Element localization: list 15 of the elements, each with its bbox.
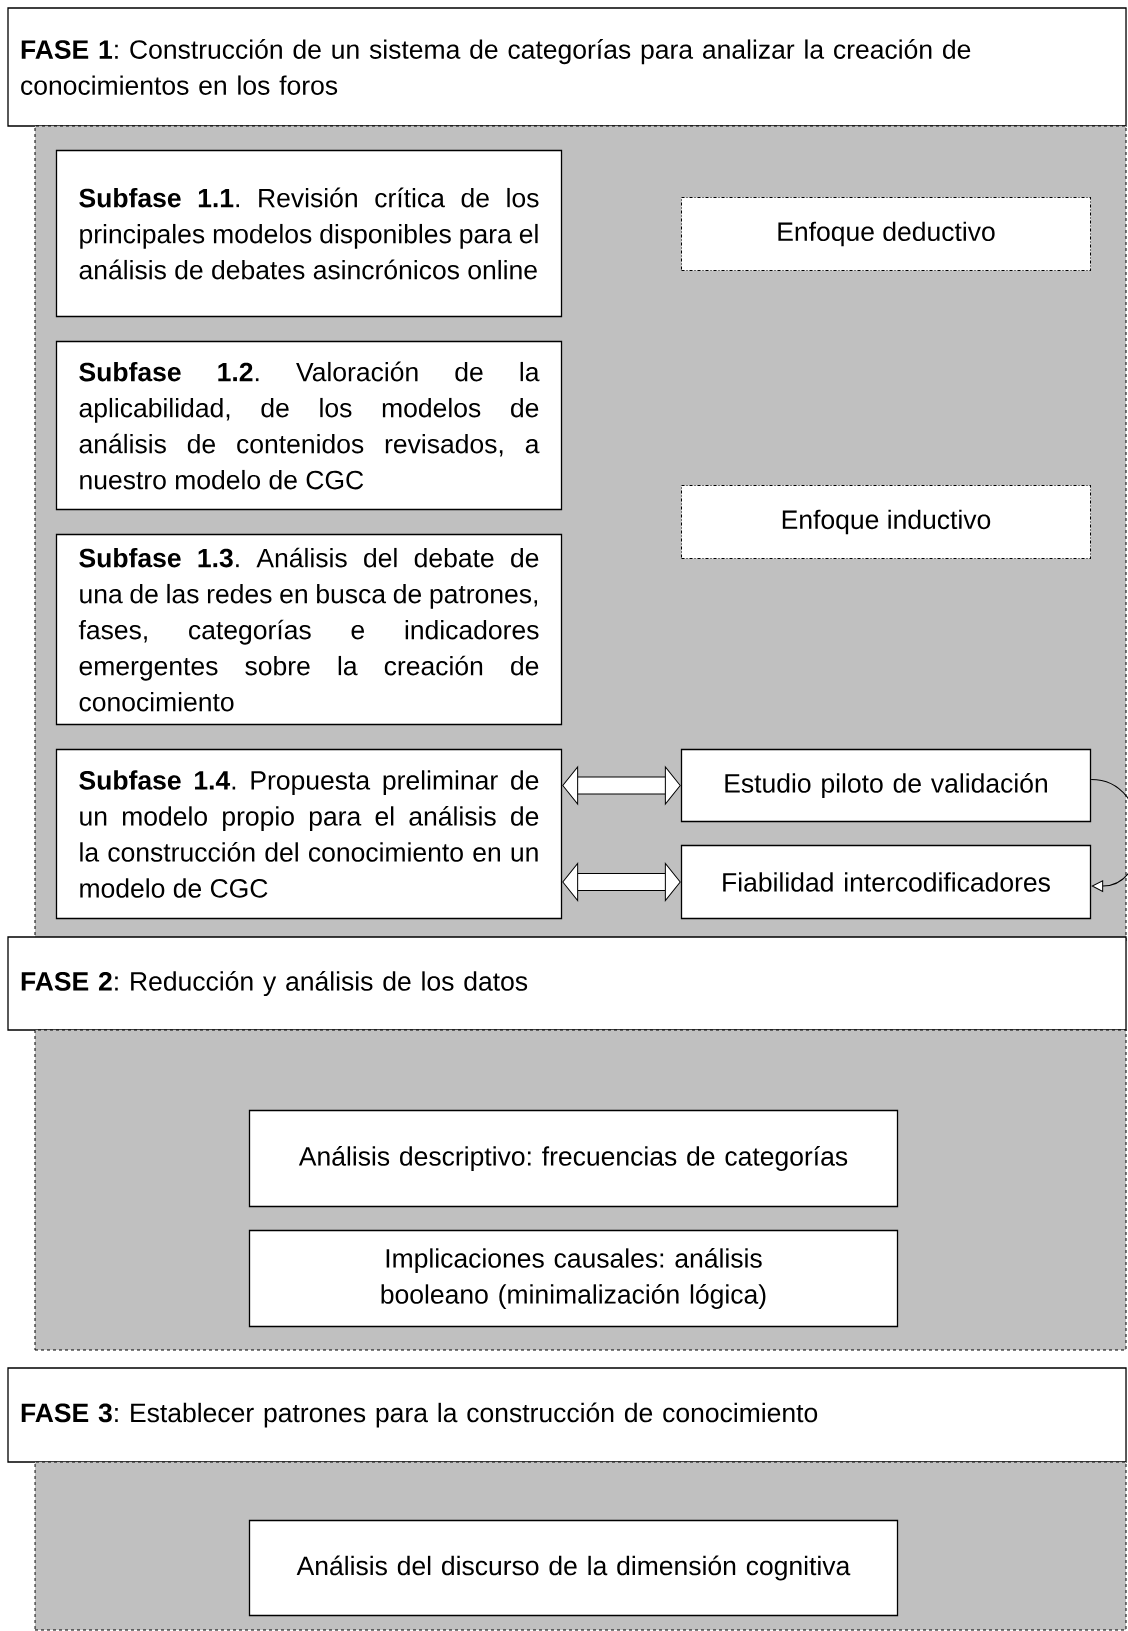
approach-box: Enfoque deductivo [681,197,1091,271]
subphase-box: Subfase 1.2. Valoración de la aplicabilidad, de los modelos de análisis de contenidos revisados, a nuestro modelo de CGC [55,340,563,511]
arrow [1090,779,1128,892]
subphase-box: Subfase 1.1. Revisión crítica de los principales modelos disponibles para el análisis de debates asincrónicos online [55,149,563,318]
process-box: Análisis descriptivo: frecuencias de categorías [248,1109,899,1208]
approach-box: Enfoque inductivo [681,485,1091,559]
process-box: Implicaciones causales: análisis booleano (minimalización lógica) [248,1229,899,1328]
phase-header-box: FASE 2: Reducción y análisis de los datos [7,936,1127,1031]
subphase-box: Subfase 1.4. Propuesta preliminar de un modelo propio para el análisis de la construcción del conocimiento en un modelo de CGC [55,748,563,920]
arrow [562,862,681,902]
process-box: Análisis del discurso de la dimensión cognitiva [248,1519,899,1617]
subphase-box: Subfase 1.3. Análisis del debate de una de las redes en busca de patrones, fases, categorías e indicadores emergentes sobre la creación de conocimiento [55,533,563,726]
arrow [562,766,681,805]
phase-header-box: FASE 1: Construcción de un sistema de categorías para analizar la creación de conocimientos en los foros [7,7,1127,127]
phase-header-box: FASE 3: Establecer patrones para la construcción de conocimiento [7,1367,1127,1463]
